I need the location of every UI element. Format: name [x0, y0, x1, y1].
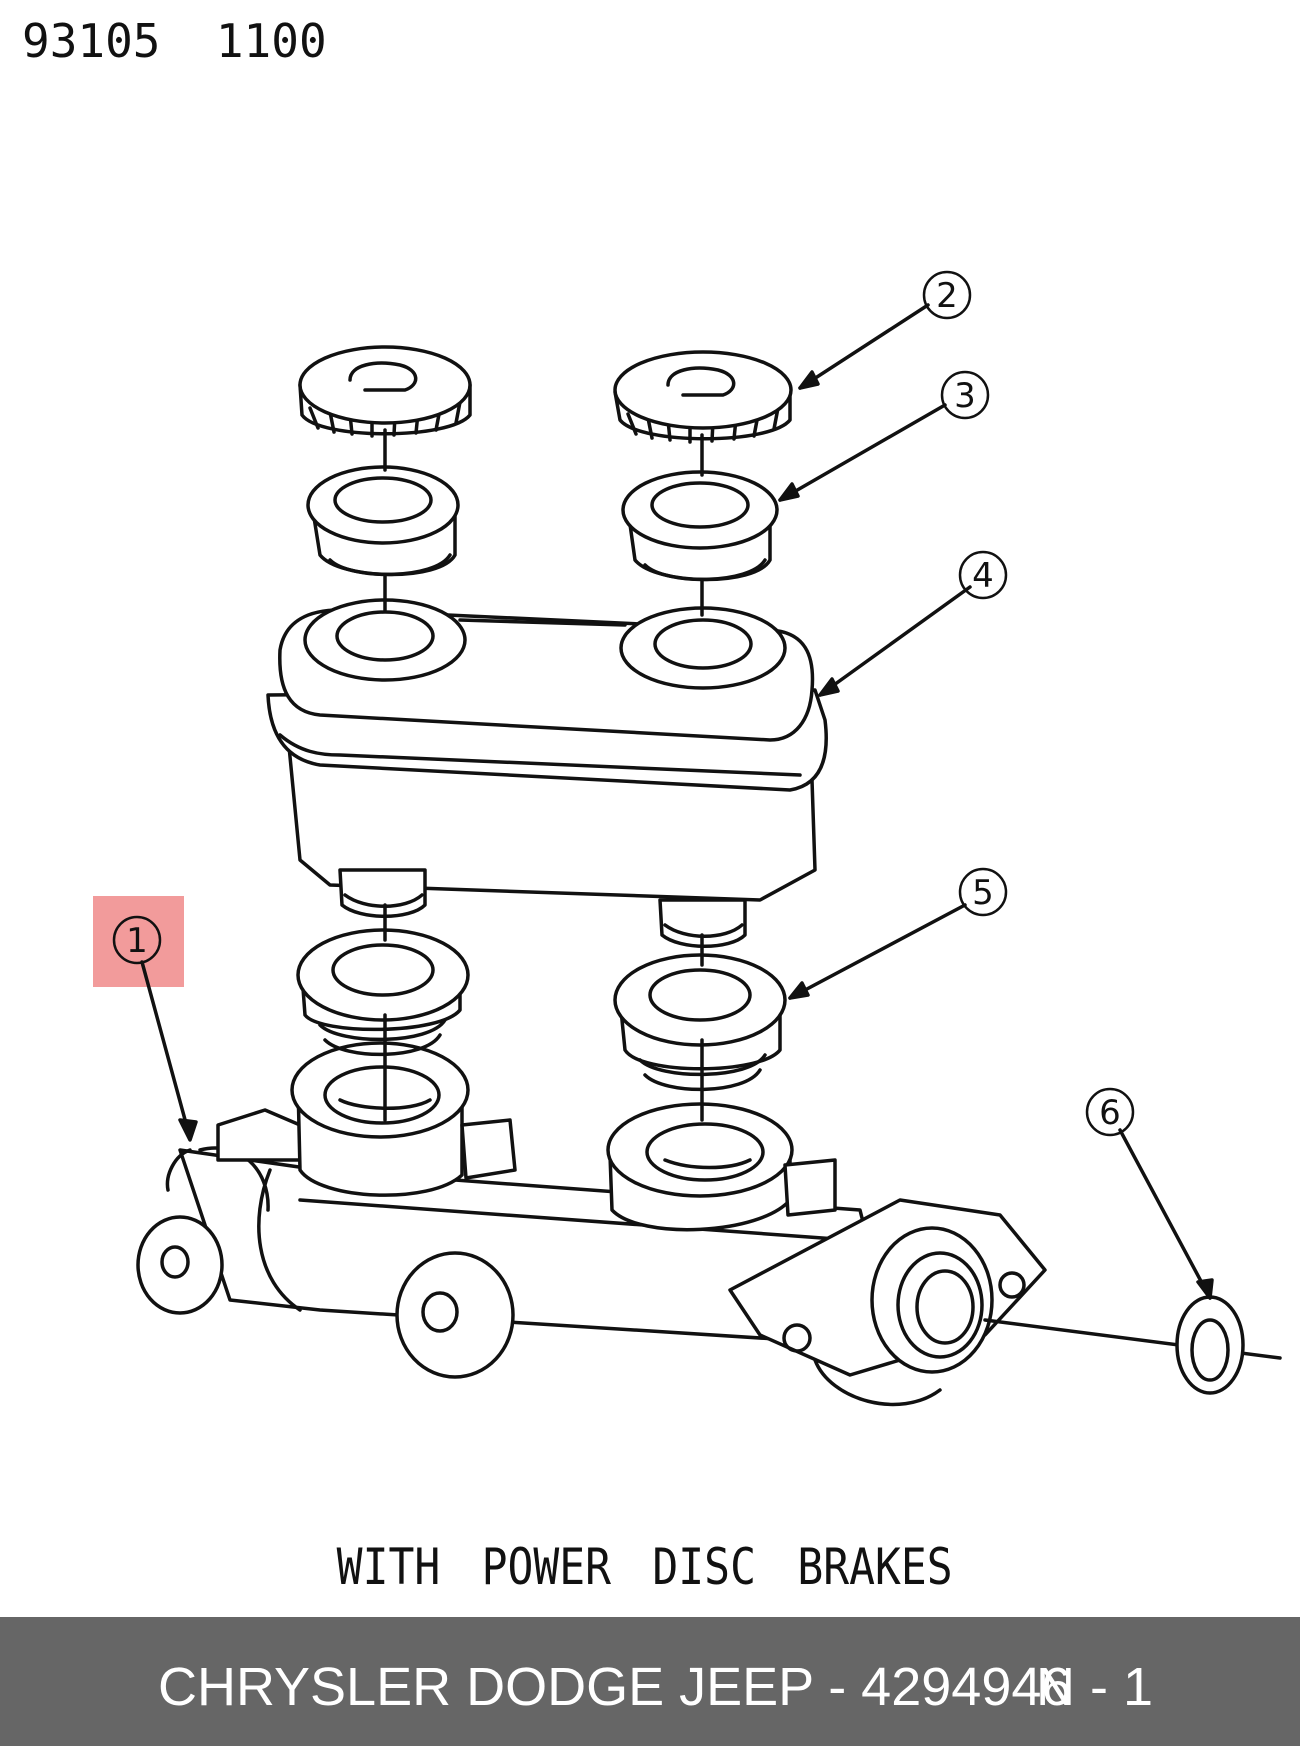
footer-bar	[0, 1617, 1300, 1746]
callout-3[interactable]: 3	[940, 370, 990, 420]
master-cylinder-body	[136, 1041, 1282, 1407]
snap-ring	[1175, 1295, 1245, 1395]
reference-code: 93105 1100	[22, 14, 327, 68]
callout-2-label: 2	[936, 276, 958, 316]
callout-6-label: 6	[1099, 1093, 1121, 1133]
footer-part-number: CHRYSLER DODGE JEEP - 4294946	[158, 1657, 1072, 1717]
reservoir-diaphragms	[306, 465, 779, 582]
diagram-caption: WITH POWER DISC BRAKES	[336, 1538, 953, 1596]
callout-5-label: 5	[972, 873, 994, 913]
callout-4-label: 4	[972, 556, 994, 596]
callout-2[interactable]: 2	[922, 270, 972, 320]
callout-3-label: 3	[954, 376, 976, 416]
callout-5[interactable]: 5	[958, 867, 1008, 917]
leader-lines	[140, 303, 1214, 1300]
callout-4[interactable]: 4	[958, 550, 1008, 600]
callout-1-label: 1	[126, 921, 148, 961]
reservoir	[266, 598, 828, 948]
callout-highlight[interactable]	[93, 896, 184, 987]
footer-page-label: N - 1	[1036, 1657, 1154, 1717]
callout-1[interactable]: 1	[112, 915, 162, 965]
callout-6[interactable]: 6	[1085, 1087, 1135, 1137]
reservoir-grommets	[296, 928, 787, 1092]
reservoir-caps	[298, 345, 793, 444]
